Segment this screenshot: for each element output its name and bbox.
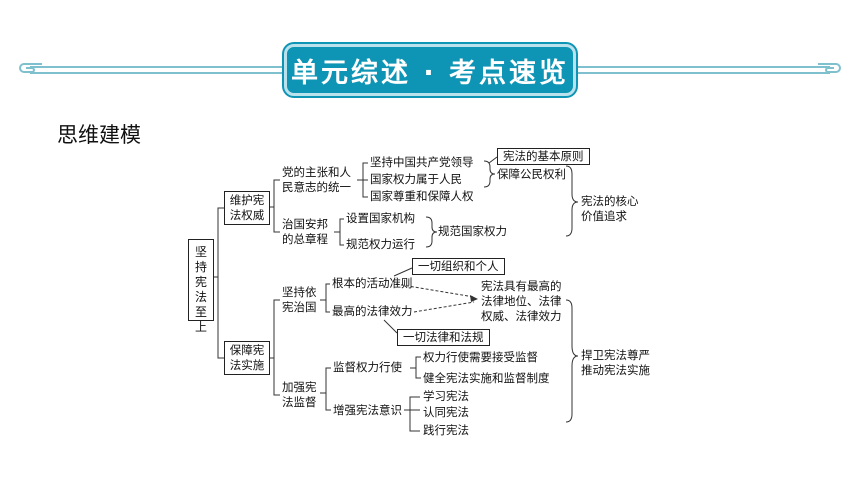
node-respect-rights: 国家尊重和保障人权 bbox=[370, 189, 474, 203]
node-protect-authority: 维护宪法权威 bbox=[224, 191, 270, 225]
node-party-will: 党的主张和人民意志的统一 bbox=[282, 165, 351, 194]
node-power-people: 国家权力属于人民 bbox=[370, 172, 462, 186]
node-all-laws: 一切法律和法规 bbox=[397, 329, 490, 346]
node-practice: 践行宪法 bbox=[423, 423, 469, 437]
node-supreme-status: 宪法具有最高的法律地位、法律权威、法律效力 bbox=[481, 279, 562, 323]
node-set-agencies: 设置国家机构 bbox=[346, 211, 415, 225]
node-uphold-party: 坚持中国共产党领导 bbox=[370, 155, 474, 169]
node-rule-by-constitution: 坚持依宪治国 bbox=[282, 285, 317, 314]
node-basic-principle: 宪法的基本原则 bbox=[497, 148, 590, 165]
node-highest-effect: 最高的法律效力 bbox=[332, 304, 413, 318]
section-title: 思维建模 bbox=[57, 123, 141, 147]
node-standardize-power: 规范国家权力 bbox=[438, 224, 507, 238]
node-enhance-awareness: 增强宪法意识 bbox=[333, 403, 402, 417]
node-improve-system: 健全宪法实施和监督制度 bbox=[423, 371, 550, 385]
node-ensure-implementation-label: 保障宪法实施 bbox=[229, 343, 265, 372]
node-regulate-power: 规范权力运行 bbox=[346, 237, 415, 251]
node-supervise-power: 监督权力行使 bbox=[333, 360, 402, 374]
node-core-values: 宪法的核心价值追求 bbox=[581, 194, 639, 223]
node-defend-dignity: 捍卫宪法尊严推动宪法实施 bbox=[581, 348, 650, 377]
node-identify: 认同宪法 bbox=[423, 405, 469, 419]
node-strengthen-supervision: 加强宪法监督 bbox=[282, 380, 317, 409]
root-node-label: 坚持宪法至上 bbox=[195, 245, 208, 334]
root-node: 坚持宪法至上 bbox=[188, 239, 214, 334]
banner-right-ornament bbox=[818, 63, 841, 73]
banner-left-ornament bbox=[19, 63, 42, 73]
node-learn: 学习宪法 bbox=[423, 389, 469, 403]
node-protect-rights: 保障公民权利 bbox=[497, 167, 566, 181]
node-all-orgs: 一切组织和个人 bbox=[412, 258, 505, 275]
node-ensure-implementation: 保障宪法实施 bbox=[224, 341, 270, 375]
banner-title: 单元综述 · 考点速览 bbox=[284, 44, 576, 96]
node-protect-authority-label: 维护宪法权威 bbox=[229, 193, 265, 222]
node-charter: 治国安邦的总章程 bbox=[282, 217, 328, 246]
node-fundamental-norm: 根本的活动准则 bbox=[332, 276, 413, 290]
node-power-supervised: 权力行使需要接受监督 bbox=[423, 350, 538, 364]
